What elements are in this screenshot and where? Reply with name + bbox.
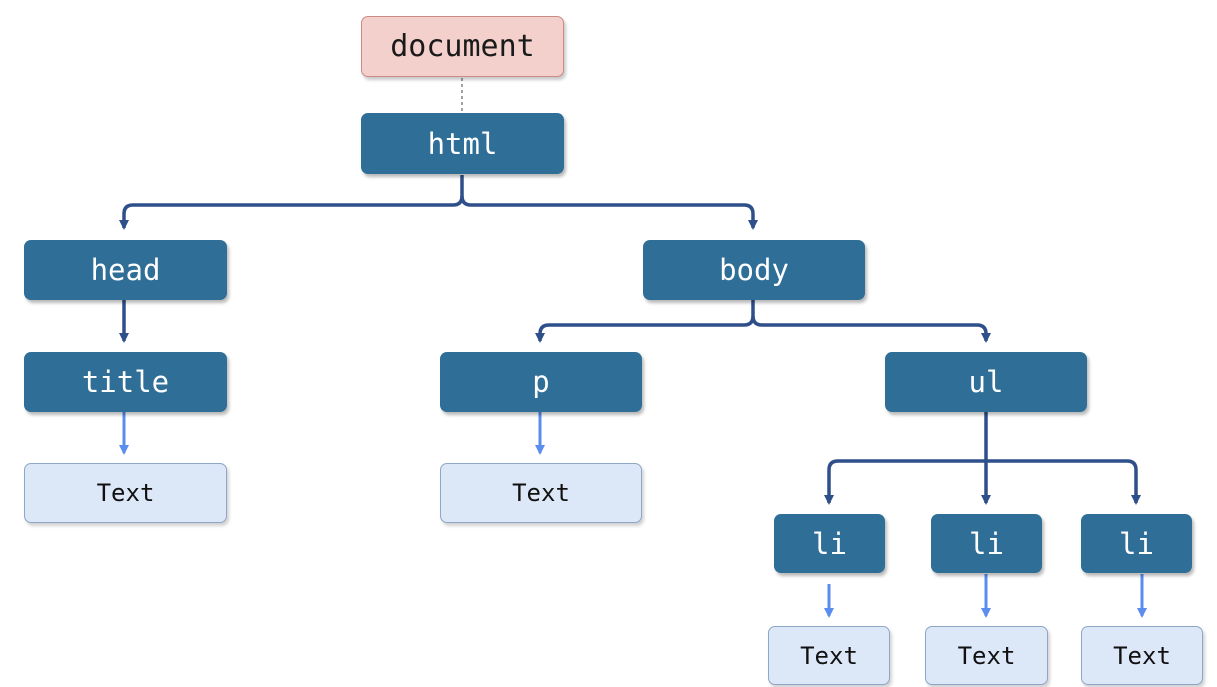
node-document: document (361, 16, 564, 77)
node-li-1: li (774, 514, 885, 573)
node-p: p (440, 352, 642, 412)
edge-body-ul (751, 315, 991, 343)
node-ul: ul (885, 352, 1087, 412)
node-title: title (24, 352, 227, 412)
edge-ul-li3 (986, 459, 1141, 505)
node-text-li-1: Text (768, 626, 890, 685)
node-text-p: Text (440, 463, 642, 523)
node-html: html (361, 113, 564, 174)
node-text-title: Text (24, 463, 227, 523)
node-li-2: li (931, 514, 1042, 573)
node-head: head (24, 240, 227, 300)
edge-html-children (119, 175, 464, 230)
node-text-li-3: Text (1081, 626, 1203, 685)
node-body: body (643, 240, 865, 300)
node-li-3: li (1081, 514, 1192, 573)
edge-body-p (535, 300, 755, 343)
edge-html-body (460, 195, 758, 230)
edge-ul-li1 (824, 459, 986, 505)
node-text-li-2: Text (925, 626, 1048, 685)
